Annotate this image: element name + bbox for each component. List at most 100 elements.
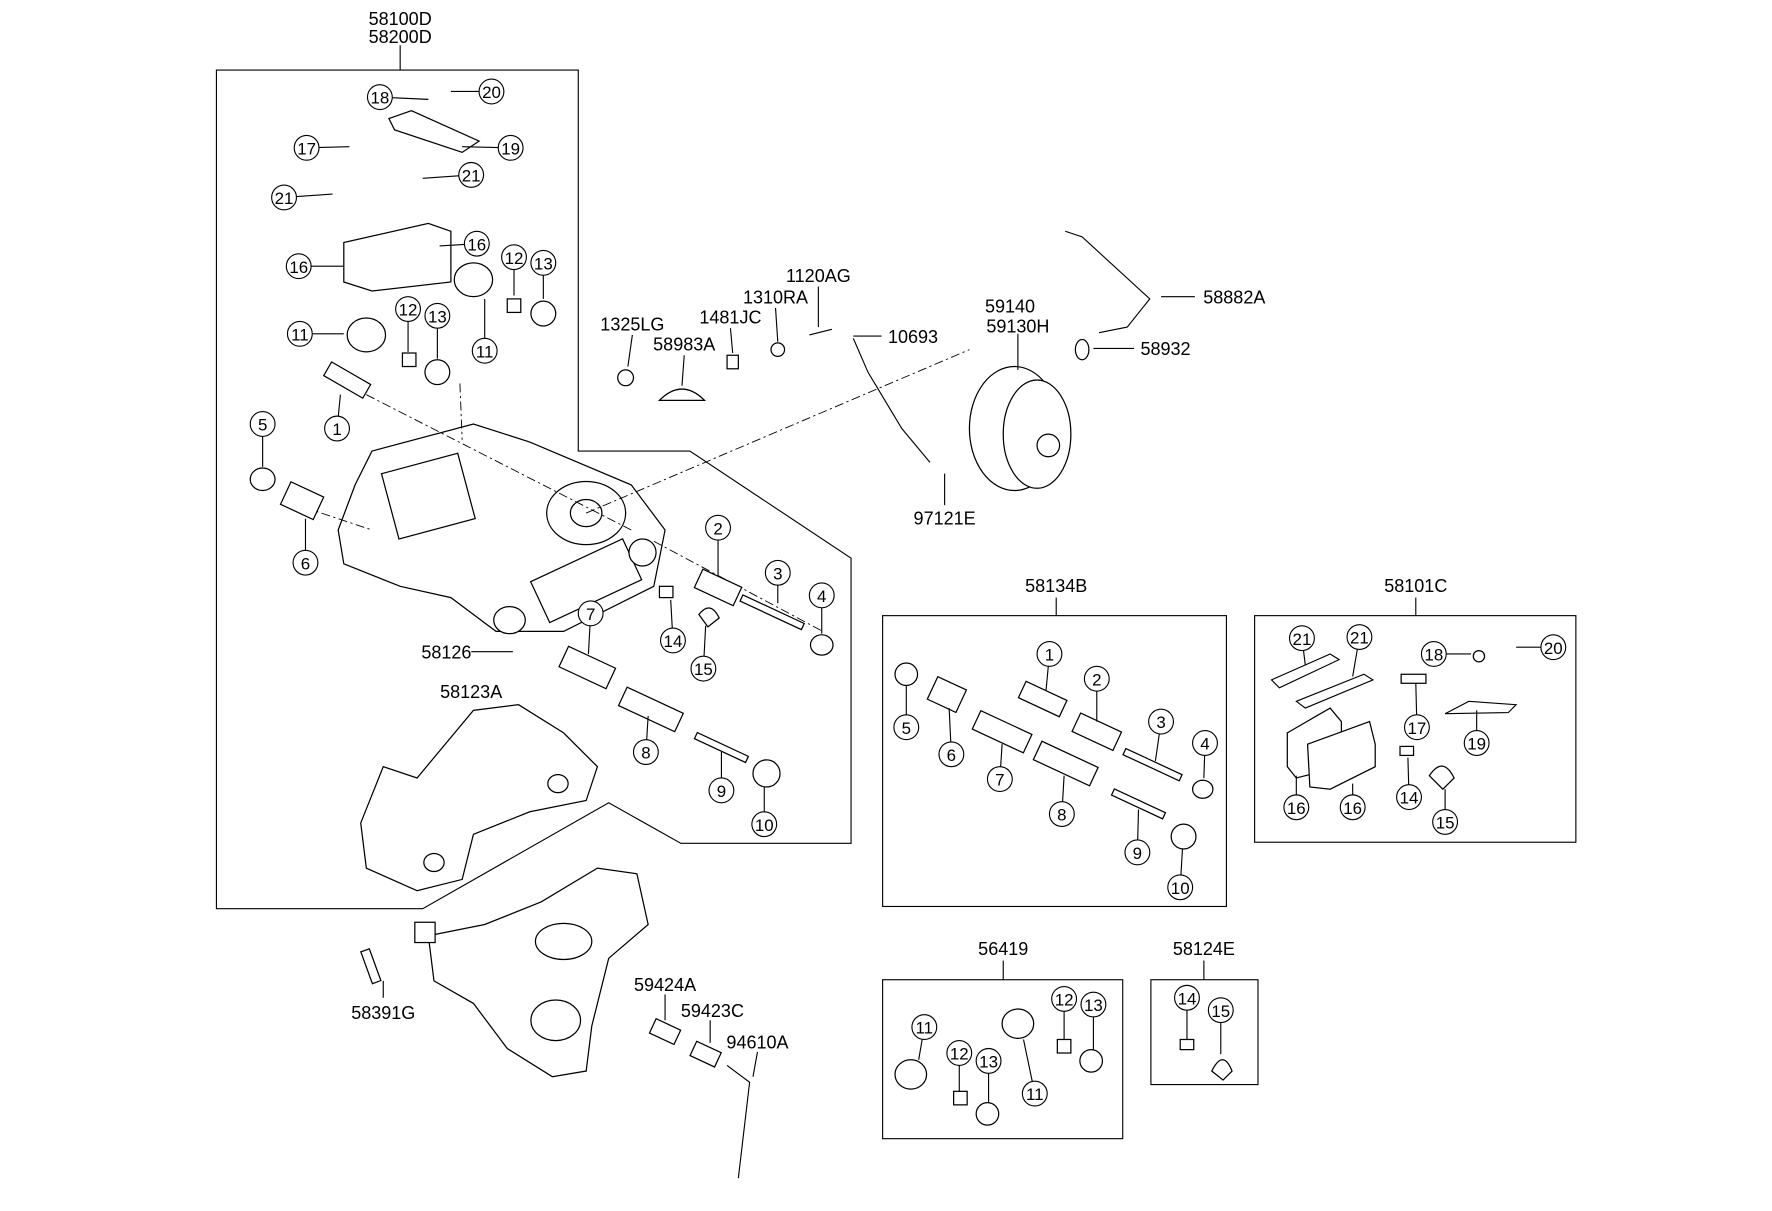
- callout-number: 21: [275, 189, 294, 208]
- callout-main-10[interactable]: 11: [286, 320, 344, 347]
- part-label-58882A[interactable]: 58882A: [1203, 287, 1265, 307]
- callout-kit-58101C-8[interactable]: 14: [1396, 757, 1422, 811]
- part-label-59140[interactable]: 59140: [985, 296, 1035, 316]
- callout-number: 13: [534, 254, 553, 273]
- callout-number: 21: [1350, 629, 1369, 648]
- callout-kit-58134B-3[interactable]: 2: [1083, 665, 1110, 722]
- callout-main-7[interactable]: 16: [439, 230, 490, 257]
- part-label-58983A[interactable]: 58983A: [653, 335, 715, 355]
- callout-main-25[interactable]: 10: [751, 786, 778, 838]
- callout-kit-58134B-2[interactable]: 1: [1036, 641, 1063, 691]
- callout-main-3[interactable]: 19: [462, 134, 524, 161]
- callout-number: 16: [1343, 799, 1362, 818]
- callout-kit-58101C-5[interactable]: 19: [1463, 710, 1490, 756]
- part-label-58391G[interactable]: 58391G: [351, 1003, 415, 1023]
- callout-main-16[interactable]: 6: [292, 518, 319, 576]
- kit-label-58124E[interactable]: 58124E: [1173, 939, 1235, 959]
- callout-number: 17: [1408, 719, 1427, 738]
- kit-box-58101C: [1254, 597, 1577, 843]
- callout-kit-58124E-1[interactable]: 15: [1207, 997, 1234, 1055]
- callout-number: 18: [1424, 646, 1443, 665]
- part-label-59424A[interactable]: 59424A: [634, 975, 696, 995]
- callout-kit-58134B-8[interactable]: 9: [1124, 809, 1151, 866]
- assembly-number-2[interactable]: 58200D: [369, 27, 432, 47]
- callout-main-12[interactable]: 13: [424, 302, 451, 359]
- callout-main-9[interactable]: 13: [530, 249, 557, 299]
- callout-number: 14: [664, 632, 683, 651]
- kit-box-58134B: [882, 597, 1227, 908]
- kit-58124E-parts: [1179, 1038, 1233, 1081]
- callout-kit-58101C-2[interactable]: 18: [1420, 641, 1472, 667]
- callout-kit-56419-4[interactable]: 12: [1051, 985, 1078, 1040]
- part-label-1120AG[interactable]: 1120AG: [786, 266, 851, 286]
- callout-main-1[interactable]: 20: [450, 78, 505, 105]
- callout-kit-56419-2[interactable]: 13: [975, 1047, 1002, 1103]
- part-label-58932[interactable]: 58932: [1140, 339, 1190, 359]
- part-label-1325LG[interactable]: 1325LG: [600, 314, 664, 334]
- callout-main-13[interactable]: 11: [471, 298, 498, 364]
- callout-kit-56419-1[interactable]: 12: [946, 1040, 973, 1092]
- callout-kit-58101C-7[interactable]: 16: [1339, 783, 1366, 821]
- callout-main-15[interactable]: 1: [324, 394, 351, 442]
- part-label-97121E[interactable]: 97121E: [914, 508, 976, 528]
- callout-main-5[interactable]: 21: [422, 161, 485, 188]
- callout-main-23[interactable]: 8: [632, 715, 659, 766]
- kit-label-58134B[interactable]: 58134B: [1025, 576, 1087, 596]
- callout-main-18[interactable]: 3: [764, 559, 791, 604]
- part-label-59130H[interactable]: 59130H: [986, 317, 1049, 337]
- part-label-10693[interactable]: 10693: [888, 327, 938, 347]
- callout-kit-58101C-9[interactable]: 15: [1432, 789, 1459, 835]
- callout-main-8[interactable]: 12: [501, 244, 527, 296]
- callout-main-19[interactable]: 4: [808, 582, 835, 634]
- callout-main-24[interactable]: 9: [708, 752, 735, 804]
- part-label-58126[interactable]: 58126: [421, 642, 471, 662]
- callout-kit-58134B-1[interactable]: 6: [938, 708, 965, 768]
- callout-kit-58124E-0[interactable]: 14: [1174, 984, 1200, 1040]
- callout-main-14[interactable]: 5: [249, 411, 276, 467]
- kit-box-56419: [882, 960, 1124, 1140]
- callout-number: 16: [289, 258, 308, 277]
- part-label-94610A[interactable]: 94610A: [726, 1033, 788, 1053]
- callout-number: 20: [1544, 639, 1563, 658]
- callout-kit-58101C-0[interactable]: 21: [1288, 625, 1315, 666]
- callout-main-17[interactable]: 2: [705, 514, 732, 576]
- callout-number: 6: [301, 554, 310, 573]
- callout-number: 13: [1084, 996, 1103, 1015]
- callout-kit-58101C-4[interactable]: 17: [1403, 683, 1430, 741]
- callout-circle: [293, 134, 320, 161]
- callout-kit-58101C-1[interactable]: 21: [1346, 624, 1373, 677]
- callout-main-20[interactable]: 7: [577, 600, 604, 655]
- callout-kit-58134B-9[interactable]: 10: [1167, 848, 1194, 901]
- callout-circle: [249, 411, 276, 437]
- callout-kit-56419-5[interactable]: 13: [1080, 991, 1107, 1050]
- callout-kit-58101C-3[interactable]: 20: [1516, 634, 1567, 661]
- callout-main-4[interactable]: 21: [271, 184, 333, 211]
- callout-kit-56419-3[interactable]: 11: [1021, 1039, 1048, 1107]
- callout-kit-58134B-0[interactable]: 5: [893, 685, 920, 741]
- part-label-59423C[interactable]: 59423C: [681, 1001, 744, 1021]
- callout-number: 14: [1400, 789, 1419, 808]
- callout-kit-58101C-6[interactable]: 16: [1283, 775, 1310, 821]
- callout-kit-58134B-7[interactable]: 8: [1048, 775, 1075, 827]
- callout-main-6[interactable]: 16: [285, 253, 344, 280]
- callout-circle: [1048, 801, 1075, 827]
- part-label-1481JC[interactable]: 1481JC: [699, 308, 761, 328]
- callout-main-21[interactable]: 14: [659, 599, 686, 654]
- kit-label-56419[interactable]: 56419: [978, 939, 1028, 959]
- callout-kit-58134B-5[interactable]: 4: [1192, 730, 1218, 778]
- part-label-1310RA[interactable]: 1310RA: [743, 287, 808, 307]
- callout-kit-58134B-6[interactable]: 7: [986, 744, 1013, 793]
- callout-kit-56419-0[interactable]: 11: [911, 1014, 938, 1060]
- callout-circle: [1080, 991, 1107, 1018]
- callout-main-2[interactable]: 17: [293, 134, 350, 161]
- callout-main-0[interactable]: 18: [366, 84, 429, 111]
- callout-kit-58134B-4[interactable]: 3: [1148, 708, 1175, 762]
- callout-number: 15: [1211, 1002, 1230, 1021]
- assembly-number-1[interactable]: 58100D: [369, 9, 432, 29]
- callout-main-11[interactable]: 12: [395, 296, 422, 352]
- callout-main-22[interactable]: 15: [690, 625, 717, 682]
- part-label-58123A[interactable]: 58123A: [440, 682, 502, 702]
- callout-number: 14: [1178, 989, 1197, 1008]
- callout-circle: [1283, 794, 1310, 821]
- kit-label-58101C[interactable]: 58101C: [1384, 576, 1447, 596]
